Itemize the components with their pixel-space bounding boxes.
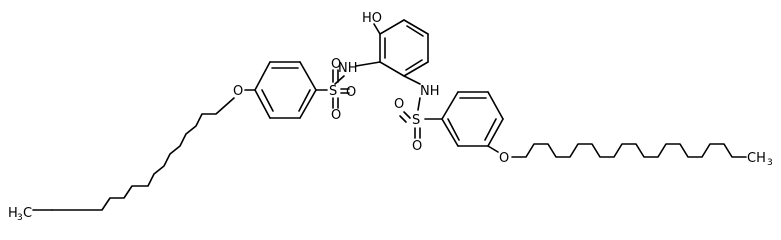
hydroxyl-label: HO (362, 11, 382, 26)
dodecyl-chain-left (51, 97, 235, 211)
right-benzene-ring (441, 91, 504, 147)
ether-oxygen-left: O (233, 84, 243, 99)
oxygen-right-bottom: O (412, 139, 422, 154)
methyl-right-sub: 3 (767, 158, 773, 168)
structure-diagram: HO NH NH S O O O O H 3 C S O (8, 11, 773, 223)
oxygen-left-right: O (346, 85, 356, 100)
bond-c-nh-right (403, 75, 421, 85)
dodecyl-chain-right (511, 143, 747, 158)
bond-n-s-right (417, 97, 421, 111)
bond-s-o-right-left-a (403, 111, 411, 119)
left-benzene-ring (254, 61, 317, 119)
oxygen-left-bottom: O (331, 108, 341, 123)
methyl-left-c: C (23, 206, 32, 221)
bond-ring-o-right (487, 145, 499, 153)
methyl-right-c: CH (747, 151, 766, 166)
bond-c-nh-left (355, 61, 381, 67)
methyl-left-h: H (8, 206, 18, 221)
structure-canvas: HO NH NH S O O O O H 3 C S O (8, 11, 773, 223)
oxygen-right-left: O (394, 97, 404, 112)
amine-right-label: NH (420, 84, 440, 99)
methyl-left-hsub: 3 (17, 213, 23, 223)
bond-s-o-right-left-b (399, 115, 407, 123)
bond-n-s-left (334, 75, 345, 85)
amine-left-label: NH (338, 61, 358, 76)
sulfur-left-label: S (329, 84, 337, 99)
sulfur-right-label: S (412, 113, 420, 128)
bond-c-oh (373, 23, 381, 35)
ether-oxygen-right: O (499, 151, 509, 166)
oxygen-left-top: O (331, 57, 341, 72)
central-benzene-ring (379, 19, 429, 77)
